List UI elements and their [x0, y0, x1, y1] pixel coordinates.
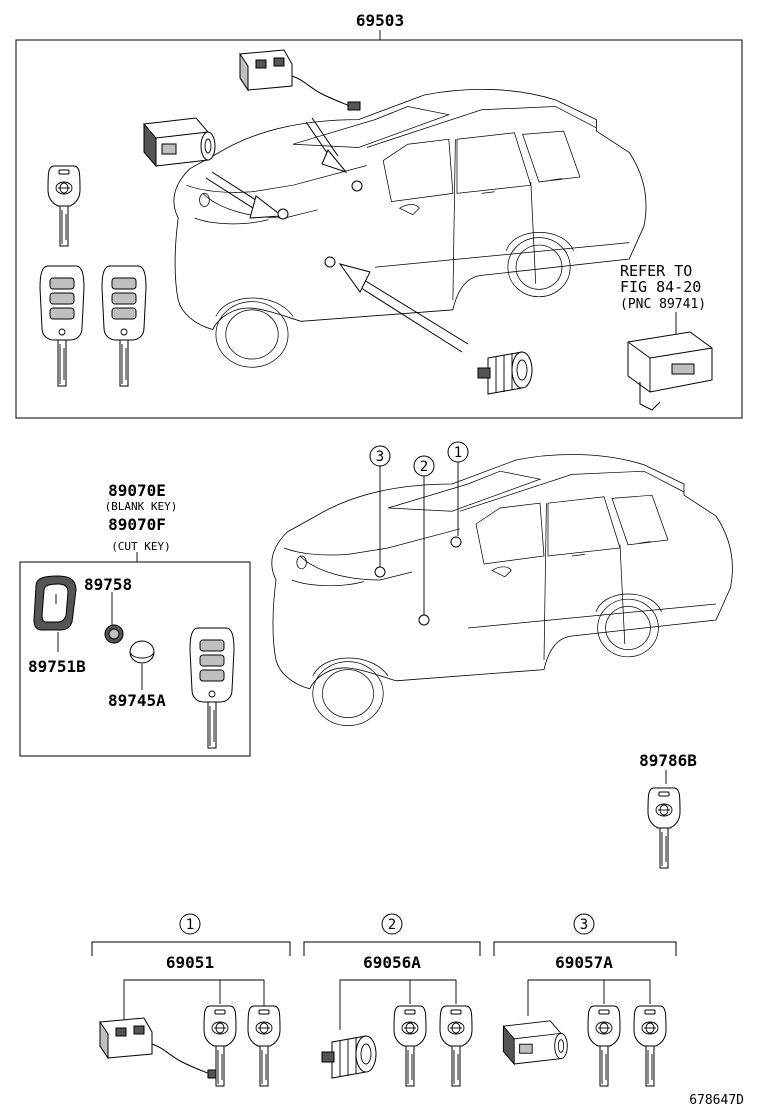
- part-number-89758: 89758: [84, 575, 132, 594]
- ecu-module-icon: [627, 331, 713, 411]
- top-point-ignition: [277, 208, 289, 220]
- callout-2: 2: [420, 459, 428, 475]
- part-number-89070F: 89070F: [108, 515, 166, 534]
- refer-to-line-1: REFER TO: [620, 262, 692, 280]
- set-1-switch-icon: [99, 1017, 221, 1079]
- set-3-part-number: 69057A: [555, 953, 613, 972]
- top-point-switch: [351, 180, 363, 192]
- callout-1: 1: [454, 445, 462, 461]
- blank-key-note: (BLANK KEY): [105, 500, 178, 513]
- set-2-key-b-icon: [439, 1005, 473, 1087]
- top-vehicle-illustration: [173, 88, 647, 368]
- set-3-marker: 3: [580, 917, 588, 933]
- top-arrows: [205, 117, 469, 353]
- part-number-69503: 69503: [356, 11, 404, 30]
- set-2-part-number: 69056A: [363, 953, 421, 972]
- callout-markers: 3 2 1: [369, 441, 469, 477]
- set-1-part-number: 69051: [166, 953, 214, 972]
- spare-key-icon: [647, 787, 681, 869]
- part-number-89786B: 89786B: [639, 751, 697, 770]
- set-1-marker-circle: [179, 913, 201, 935]
- top-fob-left-icon: [39, 265, 85, 387]
- set-1-marker: 1: [186, 917, 194, 933]
- battery-icon: [129, 640, 155, 664]
- part-number-89751B: 89751B: [28, 657, 86, 676]
- middle-fob-icon: [189, 627, 235, 749]
- diagram-id: 678647D: [689, 1093, 744, 1108]
- refer-to-line-2: FIG 84-20: [620, 278, 701, 296]
- middle-vehicle-illustration: [271, 454, 733, 726]
- set-2-marker: 2: [388, 917, 396, 933]
- middle-point-2: [418, 614, 430, 626]
- cut-key-note: (CUT KEY): [111, 540, 171, 553]
- top-ignition-lock-icon: [143, 117, 216, 167]
- fob-cover-icon: [33, 575, 77, 631]
- set-1-key-b-icon: [247, 1005, 281, 1087]
- callout-lines: [379, 462, 459, 616]
- top-point-cylinder: [324, 256, 336, 268]
- top-assembly-frame: [15, 39, 743, 419]
- callout-3: 3: [376, 449, 384, 465]
- top-key-icon: [47, 165, 81, 247]
- set-3-marker-circle: [573, 913, 595, 935]
- set-2-marker-circle: [381, 913, 403, 935]
- small-gasket-icon: [104, 624, 124, 644]
- middle-point-3: [374, 566, 386, 578]
- top-door-cylinder-icon: [477, 351, 533, 395]
- set-3-key-b-icon: [633, 1005, 667, 1087]
- top-fob-right-icon: [101, 265, 147, 387]
- set-3-key-a-icon: [587, 1005, 621, 1087]
- top-door-switch-icon: [239, 49, 361, 111]
- part-number-89745A: 89745A: [108, 691, 166, 710]
- part-number-89070E: 89070E: [108, 481, 166, 500]
- set-3-ignition-icon: [502, 1020, 568, 1065]
- set-2-key-a-icon: [393, 1005, 427, 1087]
- key-parts-frame: [19, 561, 251, 757]
- middle-point-1: [450, 536, 462, 548]
- set-2-cylinder-icon: [321, 1035, 377, 1079]
- refer-to-line-3: (PNC 89741): [620, 297, 706, 312]
